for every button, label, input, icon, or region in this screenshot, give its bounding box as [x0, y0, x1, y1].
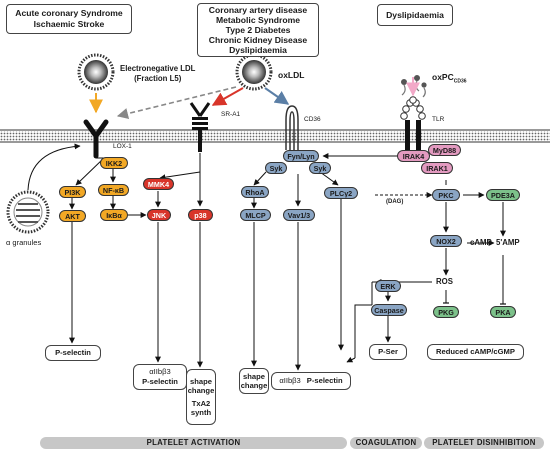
condition-stroke: Ischaemic Stroke: [33, 19, 105, 29]
l5-label-line2: (Fraction L5): [134, 74, 182, 83]
node-syk1: Syk: [265, 162, 287, 174]
node-pkc: PKC: [432, 189, 460, 201]
output-integrin-2-label: αIIbβ3: [279, 376, 301, 385]
node-ikba: IκBα: [100, 209, 128, 221]
output-reduced-camp-cgmp: Reduced cAMP/cGMP: [427, 344, 524, 360]
output-reduced-text: Reduced cAMP/cGMP: [436, 347, 515, 356]
oxpc-label: oxPCCD36: [432, 72, 467, 85]
node-vav: Vav1/3: [283, 209, 315, 221]
alpha-granule-icon: [6, 190, 50, 234]
dag-label: (DAG): [386, 199, 404, 205]
condition-box-acs: Acute coronary Syndrome Ischaemic Stroke: [6, 4, 132, 34]
oxldl-to-lox1-arrow: [116, 86, 237, 120]
output-shape1-line2: change: [187, 386, 215, 395]
node-plcg2: PLCγ2: [324, 187, 358, 199]
node-ikk2: IKK2: [100, 157, 128, 169]
output-shape1-line1: shape: [190, 377, 212, 386]
node-syk2: Syk: [309, 162, 331, 174]
node-mmk4: MMK4: [143, 178, 174, 190]
node-nox2: NOX2: [430, 235, 462, 247]
condition-cad: Coronary artery disease: [208, 5, 308, 15]
output-integrin-1-label: αIIbβ3: [149, 367, 171, 376]
output-txa2-line1: TxA2: [191, 399, 211, 408]
output-integrin-pselectin-2: αIIbβ3 P-selectin: [271, 372, 351, 390]
oxldl-particle-icon: [235, 53, 273, 91]
cell-membrane: [0, 129, 550, 143]
condition-dyslipidaemia: Dyslipidaemia: [229, 45, 287, 55]
oxldl-to-cd36-arrow: [264, 87, 290, 105]
tlr-label: TLR: [432, 116, 445, 123]
output-pser: P-Ser: [369, 344, 407, 360]
node-caspase: Caspase: [371, 304, 407, 316]
node-myd88: MyD88: [428, 144, 461, 156]
granule-to-lox1-arrow: [27, 143, 81, 191]
sra1-label: SR-A1: [221, 111, 241, 118]
l5-label: Electronegative LDL (Fraction L5): [120, 64, 195, 84]
condition-metabolic: Metabolic Syndrome: [215, 15, 301, 25]
oxpc-label-main: oxPC: [432, 72, 454, 82]
condition-ckd: Chronic Kidney Disease: [208, 35, 308, 45]
output-shape-change-2: shape change: [239, 368, 269, 394]
oxldl-label: oxLDL: [278, 70, 305, 80]
output-pselectin-1: P-selectin: [45, 345, 101, 361]
output-integrin-1-text: P-selectin: [142, 377, 178, 386]
node-akt: AKT: [59, 210, 86, 222]
oxpc-label-sub: CD36: [453, 78, 467, 85]
footer-platelet-activation: PLATELET ACTIVATION: [40, 437, 347, 449]
node-mlcp: MLCP: [240, 209, 271, 221]
node-fynlyn: Fyn/Lyn: [283, 150, 319, 162]
condition-box-dyslipidaemia: Dyslipidaemia: [377, 4, 453, 26]
alpha-granules-label: α granules: [6, 238, 42, 247]
output-shape2-line2: change: [240, 381, 268, 390]
output-txa2-line2: synth: [190, 408, 212, 417]
node-irak1: IRAK1: [421, 162, 453, 174]
l5-label-line1: Electronegative LDL: [120, 64, 196, 73]
output-pselectin-1-text: P-selectin: [55, 348, 91, 357]
condition-dyslipidaemia-right: Dyslipidaemia: [386, 9, 444, 20]
node-pka: PKA: [490, 306, 516, 318]
lox1-receptor-icon: [83, 119, 109, 159]
ros-label: ROS: [436, 277, 453, 286]
output-integrin-2-text: P-selectin: [306, 376, 343, 385]
cd36-receptor-icon: [285, 105, 299, 150]
node-p38: p38: [188, 209, 213, 221]
condition-acs: Acute coronary Syndrome: [15, 8, 123, 18]
node-pde3a: PDE3A: [486, 189, 520, 201]
node-irak4: IRAK4: [397, 150, 430, 162]
output-shape2-line1: shape: [243, 372, 265, 381]
node-pi3k: PI3K: [59, 186, 86, 198]
output-shape-change-1: shape change TxA2 synth: [186, 369, 216, 425]
output-pser-text: P-Ser: [378, 347, 398, 356]
oxldl-to-sra1-arrow: [211, 87, 244, 106]
sra1-receptor-icon: [189, 102, 211, 152]
node-pkg: PKG: [433, 306, 459, 318]
lox1-label: LOX-1: [113, 143, 132, 150]
output-integrin-pselectin-1: αIIbβ3 P-selectin: [133, 364, 187, 390]
oxpc-lipid-icon: [401, 75, 427, 98]
condition-box-cad: Coronary artery disease Metabolic Syndro…: [197, 3, 319, 57]
tlr-receptor-icon: [400, 96, 426, 150]
condition-diabetes: Type 2 Diabetes: [225, 25, 291, 35]
node-nfkb: NF-κB: [98, 184, 129, 196]
tlr-branch-arrows: [346, 180, 506, 363]
amp5-label: 5'AMP: [496, 238, 520, 247]
node-jnk: JNK: [147, 209, 171, 221]
footer-platelet-disinhibition: PLATELET DISINHIBITION: [424, 437, 544, 449]
l5-particle-icon: [77, 53, 115, 91]
camp-label: cAMP: [470, 238, 492, 247]
footer-coagulation: COAGULATION: [350, 437, 422, 449]
node-rhoa: RhoA: [241, 186, 269, 198]
sra1-branch-arrows: [155, 153, 203, 368]
cd36-label: CD36: [304, 116, 321, 123]
node-erk: ERK: [375, 280, 401, 292]
